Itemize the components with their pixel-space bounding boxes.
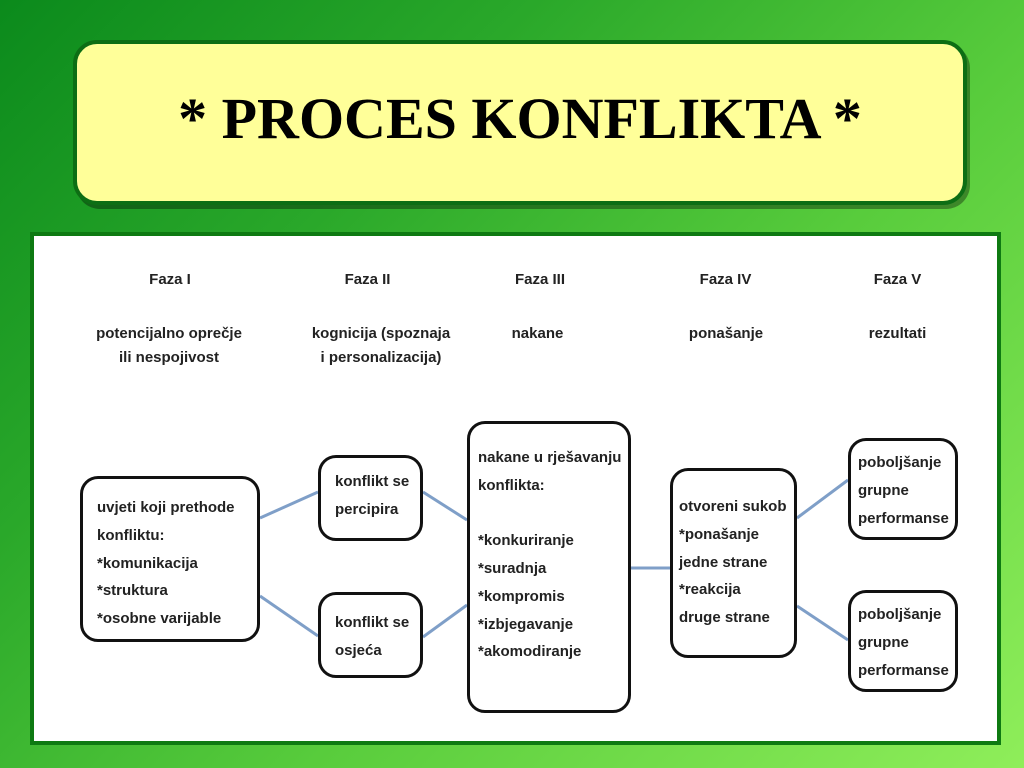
box-rezultat-1: poboljšanje grupne performanse	[848, 438, 958, 540]
phase-2-name: Faza II	[344, 271, 391, 288]
box-konflikt-percipira: konflikt se percipira	[318, 455, 423, 541]
connector-uvjeti-osjeca	[259, 594, 319, 638]
title-banner: * PROCES KONFLIKTA *	[73, 40, 967, 205]
connector-otvoreni-rezultat2	[796, 604, 849, 642]
phase-3-name: Faza III	[514, 271, 566, 288]
phase-4-name: Faza IV	[699, 271, 752, 288]
box-uvjeti: uvjeti koji prethode konfliktu: *komunik…	[80, 476, 260, 642]
connector-percipira-nakane	[422, 490, 468, 522]
phase-2-desc: kognicija (spoznaja i personalizacija)	[311, 325, 451, 366]
phase-4-desc: ponašanje	[688, 325, 764, 342]
box-konflikt-osjeca: konflikt se osjeća	[318, 592, 423, 678]
box-rezultat-2: poboljšanje grupne performanse	[848, 590, 958, 692]
phase-5-name: Faza V	[873, 271, 922, 288]
phase-1-desc: potencijalno oprečje ili nespojivost	[96, 325, 242, 366]
page-title: * PROCES KONFLIKTA *	[178, 86, 862, 151]
box-otvoreni-sukob: otvoreni sukob *ponašanje jedne strane *…	[670, 468, 797, 658]
connector-osjeca-nakane	[422, 603, 468, 639]
connector-otvoreni-rezultat1	[796, 478, 849, 520]
phase-1-name: Faza I	[149, 271, 191, 288]
connector-uvjeti-percipira	[259, 490, 319, 520]
phase-3-desc: nakane	[511, 325, 564, 342]
phase-5-desc: rezultati	[868, 325, 927, 342]
box-nakane: nakane u rješavanju konflikta: *konkurir…	[467, 421, 631, 713]
